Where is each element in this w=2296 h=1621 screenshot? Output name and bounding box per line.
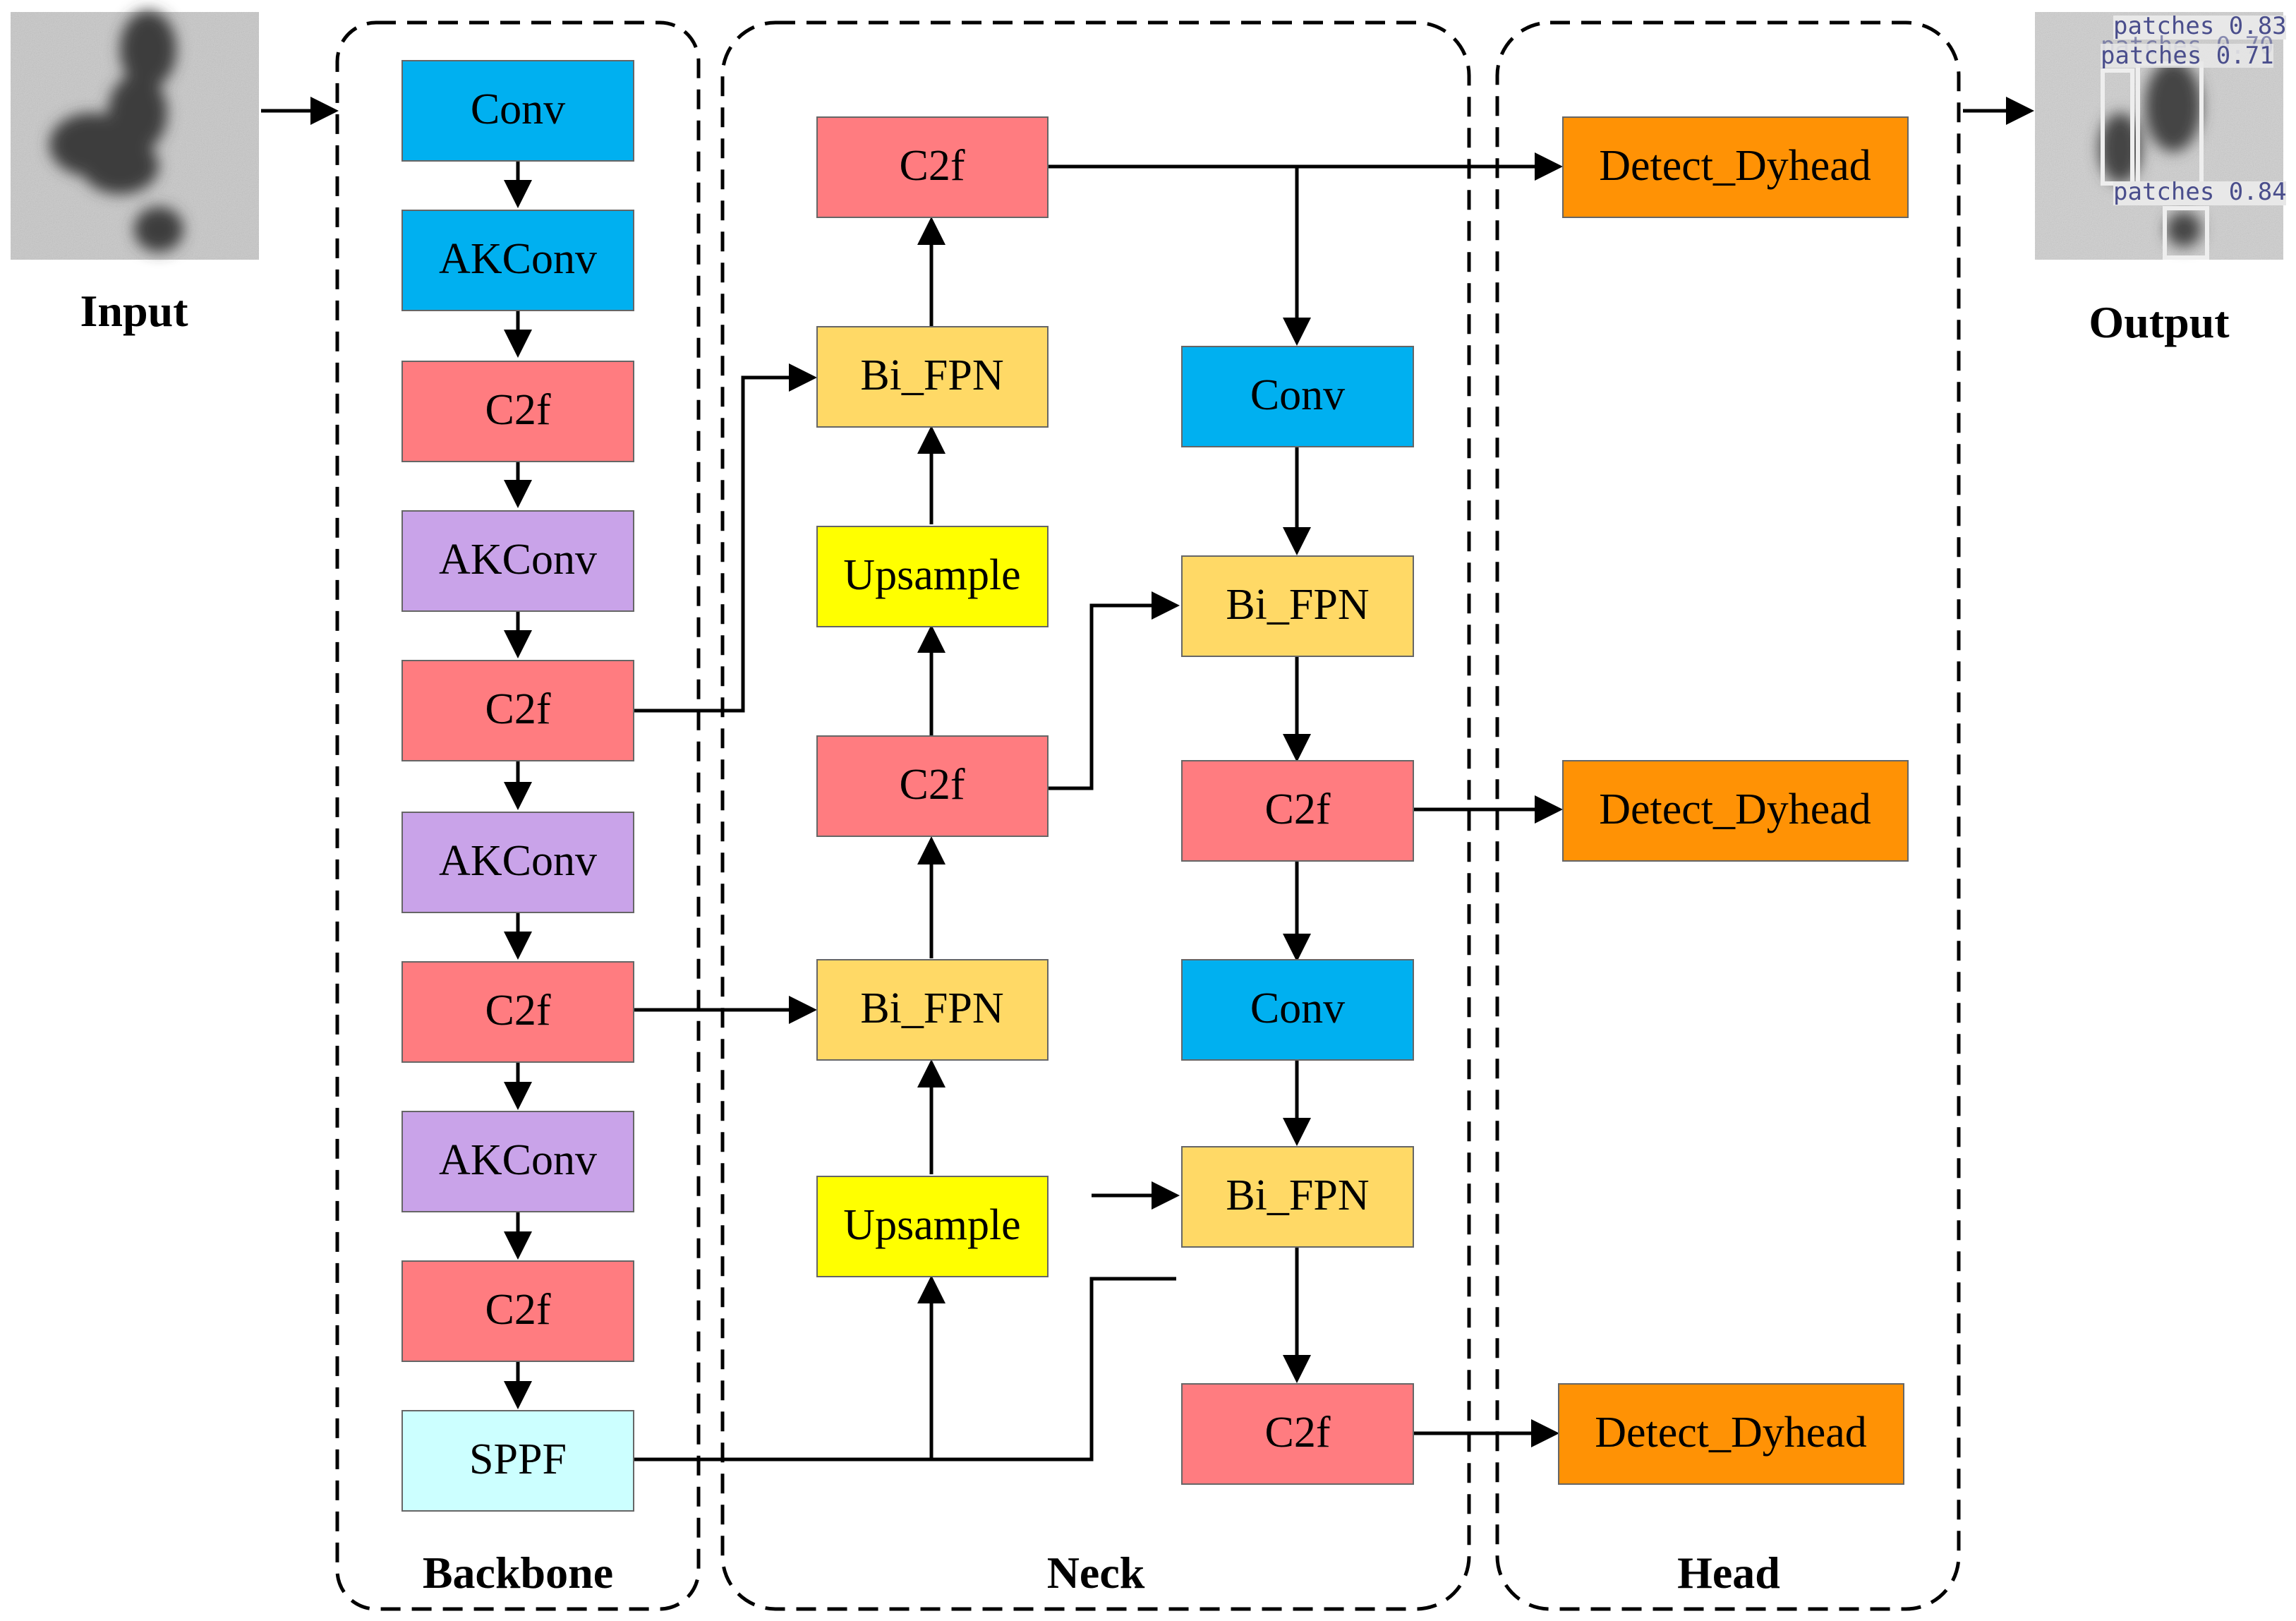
neck-group	[720, 20, 1471, 1611]
backbone-c2f-block	[401, 361, 634, 462]
detection-label-bg	[2113, 181, 2286, 205]
detection-label-bg	[2113, 16, 2286, 40]
backbone-akconv-label: AKConv	[439, 837, 597, 885]
output-label: Output	[2089, 297, 2230, 347]
neck-conv-label: Conv	[1250, 984, 1345, 1032]
backbone-conv-block	[401, 60, 634, 162]
neck-upsample-block	[816, 526, 1049, 627]
neck-bifpn-block	[1181, 1146, 1414, 1248]
neck-c2f-label: C2f	[900, 142, 965, 190]
neck-c2f-label: C2f	[900, 761, 965, 809]
backbone-blocks: Conv AKConv C2f AKConv C2f AKConv C2f AK…	[401, 60, 634, 1512]
neck-c2f-block	[816, 116, 1049, 218]
backbone-akconv-block	[401, 1111, 634, 1212]
head-detect-dyhead-label: Detect_Dyhead	[1599, 785, 1871, 833]
detection-label: patches 0.71	[2101, 42, 2274, 70]
neck-bifpn-block	[816, 326, 1049, 428]
output-image: patches 0.83 patches 0.70 patches 0.71 p…	[2035, 12, 2287, 260]
neck-conv-label: Conv	[1250, 371, 1345, 419]
neck-bifpn-label: Bi_FPN	[1226, 581, 1369, 629]
backbone-c2f-label: C2f	[485, 685, 551, 733]
backbone-label: Backbone	[423, 1548, 613, 1598]
neck-c2f-block	[1181, 1383, 1414, 1485]
detection-label: patches 0.83	[2113, 12, 2287, 40]
backbone-c2f-label: C2f	[485, 386, 551, 434]
backbone-sppf-label: SPPF	[469, 1435, 567, 1483]
input-label: Input	[80, 286, 189, 336]
detection-box	[2163, 206, 2209, 260]
neck-c2f-block	[1181, 760, 1414, 862]
neck-bifpn-block	[1181, 555, 1414, 657]
backbone-c2f-label: C2f	[485, 987, 551, 1035]
head-detect-dyhead-label: Detect_Dyhead	[1595, 1409, 1867, 1457]
neck-conv-block	[1181, 959, 1414, 1061]
backbone-akconv-label: AKConv	[439, 235, 597, 283]
backbone-c2f-block	[401, 961, 634, 1063]
neck-conv-block	[1181, 346, 1414, 447]
neck-bifpn-block	[816, 959, 1049, 1061]
backbone-akconv-block	[401, 510, 634, 612]
backbone-conv-label: Conv	[471, 85, 565, 133]
neck-c2f-label: C2f	[1265, 785, 1331, 833]
detection-label-bg	[2101, 44, 2273, 68]
backbone-c2f-block	[401, 660, 634, 761]
backbone-akconv-block	[401, 812, 634, 913]
neck-bifpn-label: Bi_FPN	[1226, 1171, 1369, 1219]
neck-upsample-label: Upsample	[843, 551, 1020, 599]
neck-left-blocks: C2f Bi_FPN Upsample C2f Bi_FPN Upsample	[816, 116, 1049, 1277]
backbone-group	[335, 20, 701, 1611]
head-label: Head	[1677, 1548, 1780, 1598]
head-detect-dyhead-block	[1562, 116, 1909, 218]
head-group	[1495, 20, 1961, 1611]
neck-right-blocks: Conv Bi_FPN C2f Conv Bi_FPN C2f	[1181, 346, 1414, 1485]
neck-c2f-block	[816, 735, 1049, 837]
neck-bifpn-label: Bi_FPN	[860, 984, 1003, 1032]
detection-label: patches 0.84	[2113, 178, 2287, 206]
backbone-c2f-block	[401, 1260, 634, 1362]
connections	[261, 97, 2034, 1462]
neck-label: Neck	[1047, 1548, 1145, 1598]
neck-bifpn-label: Bi_FPN	[860, 351, 1003, 399]
head-detect-dyhead-block	[1558, 1383, 1904, 1485]
neck-upsample-label: Upsample	[843, 1201, 1020, 1249]
input-image	[11, 11, 259, 260]
backbone-akconv-label: AKConv	[439, 1136, 597, 1184]
head-blocks: Detect_Dyhead Detect_Dyhead Detect_Dyhea…	[1558, 116, 1909, 1485]
backbone-c2f-label: C2f	[485, 1286, 551, 1334]
backbone-sppf-block	[401, 1410, 634, 1512]
head-detect-dyhead-block	[1562, 760, 1909, 862]
neck-upsample-block	[816, 1176, 1049, 1277]
neck-c2f-label: C2f	[1265, 1409, 1331, 1457]
backbone-akconv-block	[401, 210, 634, 311]
head-detect-dyhead-label: Detect_Dyhead	[1599, 142, 1871, 190]
backbone-akconv-label: AKConv	[439, 536, 597, 584]
